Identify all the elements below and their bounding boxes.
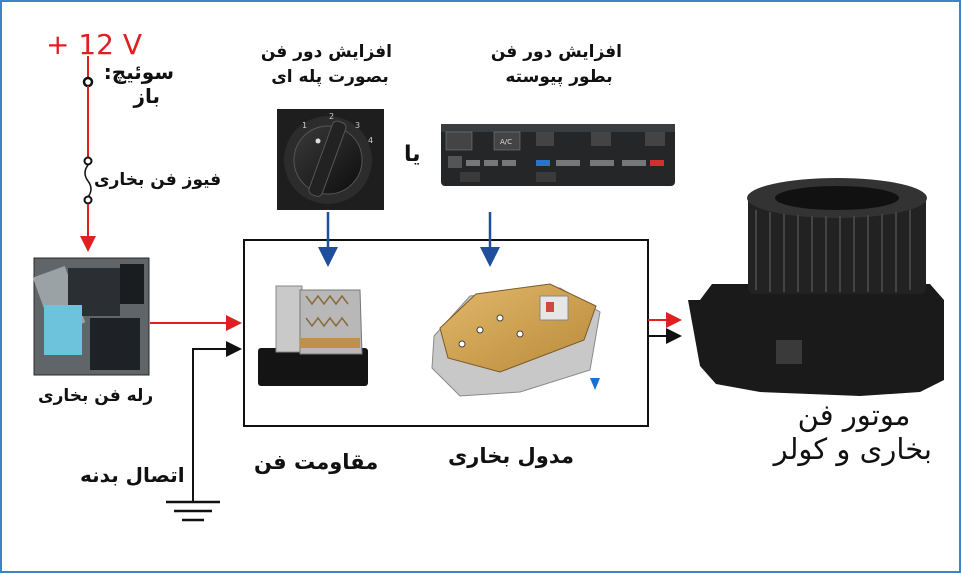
- blower-motor-photo: [688, 178, 944, 396]
- heater-fuse-label: فیوز فن بخاری: [94, 170, 222, 190]
- switch-label-line2: باز: [133, 84, 160, 108]
- heater-module-photo: [431, 283, 601, 397]
- dial-number-4: 4: [368, 136, 373, 145]
- continuous-speed-label: افزایش دور فن بطور پیوسته: [490, 40, 622, 90]
- fuse-terminal-bottom-icon: [83, 195, 93, 205]
- power-wire: [80, 56, 96, 252]
- blower-motor-line1: موتور فن: [797, 398, 911, 432]
- continuous-speed-line1: افزایش دور فن: [490, 42, 622, 62]
- dial-number-1: 1: [302, 121, 307, 130]
- dial-number-3: 3: [355, 121, 360, 130]
- ground-wire: [166, 341, 242, 522]
- ac-button-label: A/C: [500, 138, 512, 146]
- blower-motor-line2: بخاری و کولر: [773, 432, 932, 466]
- fan-resistor-photo: [258, 285, 368, 386]
- brand-logo-icon: [590, 378, 600, 390]
- switch-terminal-icon: [82, 76, 94, 88]
- fuse-icon: [84, 164, 92, 198]
- continuous-speed-line2: بطور پیوسته: [505, 67, 613, 87]
- relay-photo: [32, 257, 150, 376]
- stepped-knob-photo: 1 2 3 4: [277, 109, 384, 210]
- continuous-panel-photo: A/C: [441, 124, 675, 186]
- supply-voltage-label: + 12 V: [46, 28, 143, 61]
- heater-module-label: مدول بخاری: [448, 444, 574, 468]
- ground-connection-label: اتصال بدنه: [80, 463, 185, 487]
- stepped-speed-line1: افزایش دور فن: [260, 42, 392, 62]
- blower-motor-label: موتور فن بخاری و کولر: [773, 398, 932, 466]
- dial-number-2: 2: [329, 112, 334, 121]
- fuse-terminal-top-icon: [83, 156, 93, 166]
- or-label: یا: [404, 142, 421, 167]
- switch-label-line1: سوئیچ:: [103, 60, 174, 84]
- switch-label: سوئیچ: باز: [103, 60, 174, 108]
- stepped-speed-label: افزایش دور فن بصورت پله ای: [260, 40, 392, 90]
- stepped-speed-line2: بصورت پله ای: [271, 67, 389, 87]
- heater-relay-label: رله فن بخاری: [38, 386, 154, 406]
- fan-resistor-label: مقاومت فن: [254, 450, 379, 474]
